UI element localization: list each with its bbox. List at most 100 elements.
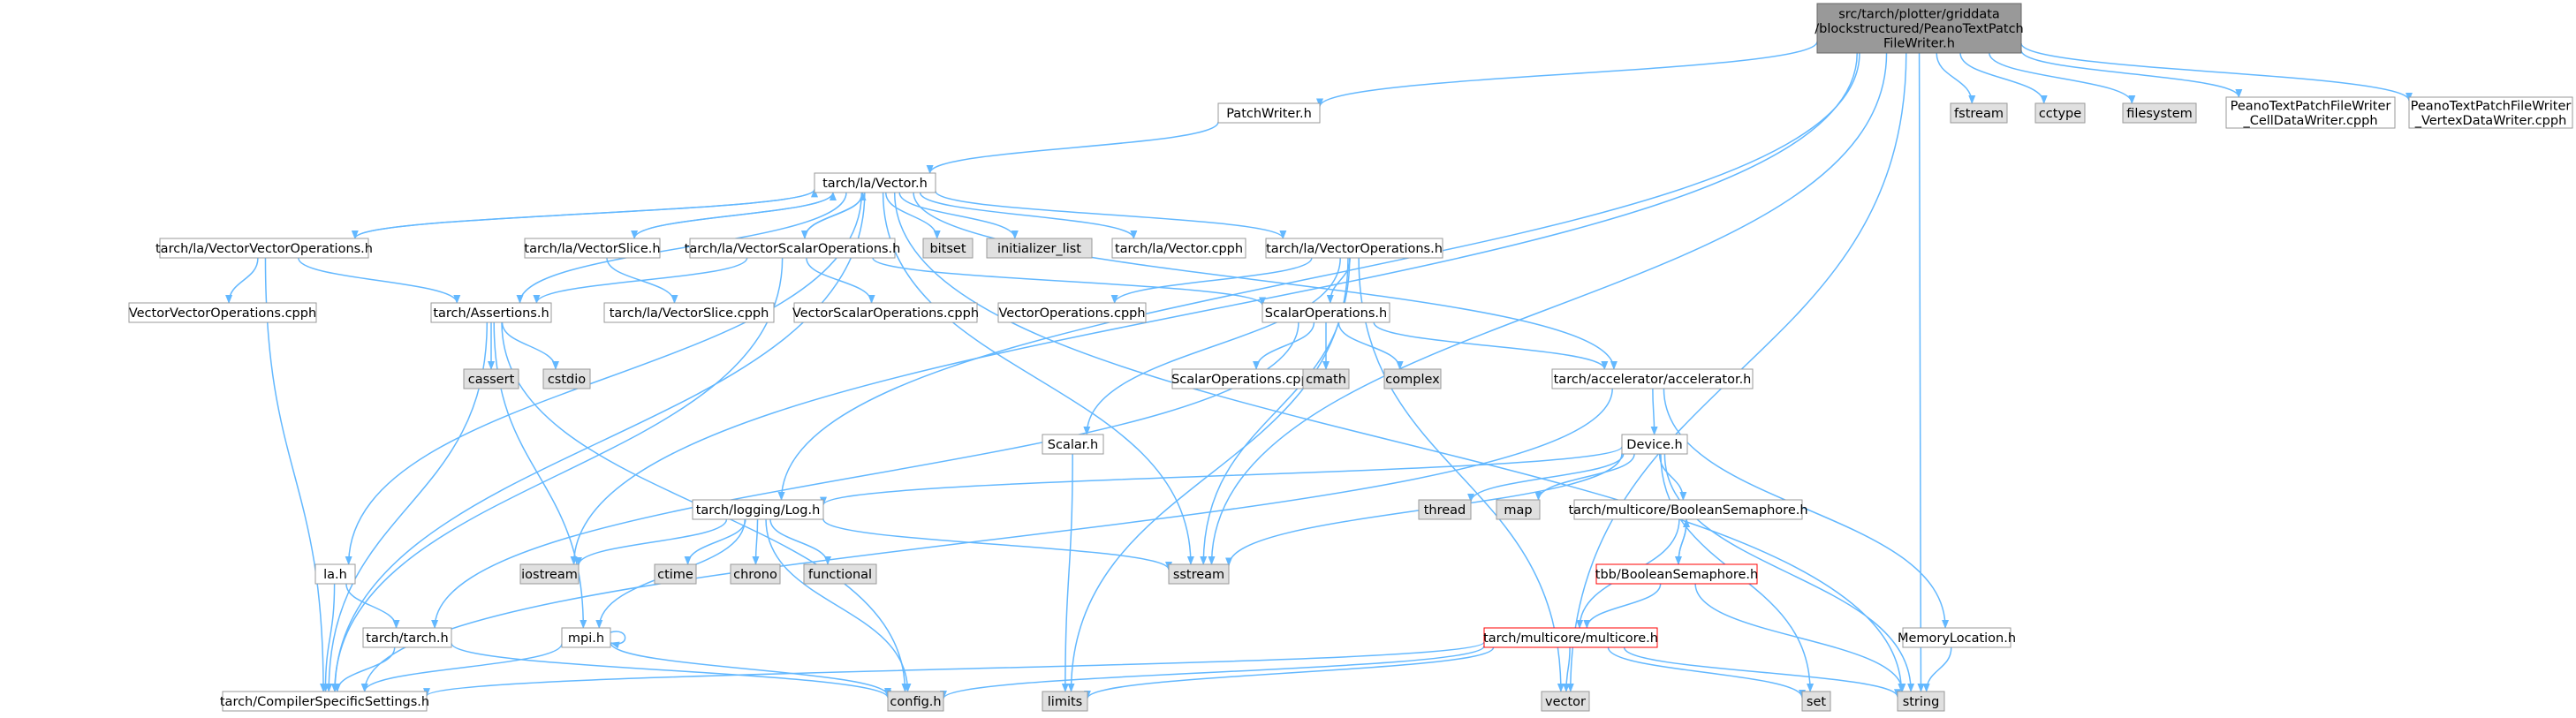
node-vops_cpph[interactable]: VectorOperations.cpph — [997, 302, 1147, 323]
node-map[interactable]: map — [1496, 499, 1541, 520]
edge-mpi_h-to-compiler_h — [360, 643, 563, 692]
node-label: set — [1807, 695, 1826, 709]
edge-vector_h-to-assertions_h — [516, 192, 847, 304]
node-limits[interactable]: limits — [1042, 691, 1088, 712]
node-sops_cpph[interactable]: ScalarOperations.cpph — [1171, 368, 1317, 389]
node-cctype[interactable]: cctype — [2034, 102, 2086, 124]
node-root[interactable]: src/tarch/plotter/griddata/blockstructur… — [1815, 3, 2024, 54]
node-sops_h[interactable]: ScalarOperations.h — [1261, 302, 1390, 323]
edge-log_h-to-config_h — [765, 518, 912, 692]
edge-assertions_h-to-compiler_h — [325, 321, 489, 692]
node-label: tarch/multicore/multicore.h — [1483, 631, 1658, 646]
node-label: tarch/la/VectorSlice.h — [524, 242, 660, 256]
node-label: tarch/tarch.h — [366, 631, 448, 646]
node-ctime[interactable]: ctime — [654, 563, 697, 585]
node-box — [1265, 238, 1443, 259]
node-cellwriter[interactable]: PeanoTextPatchFileWriter_CellDataWriter.… — [2225, 96, 2396, 129]
node-cstdio[interactable]: cstdio — [542, 368, 591, 389]
node-label: VectorOperations.cpph — [998, 306, 1145, 321]
node-vvops_cpph[interactable]: VectorVectorOperations.cpph — [128, 302, 317, 323]
node-vertexwriter[interactable]: PeanoTextPatchFileWriter_VertexDataWrite… — [2408, 96, 2573, 129]
node-vslice_cpph[interactable]: tarch/la/VectorSlice.cpph — [603, 302, 775, 323]
node-box — [1902, 627, 2012, 648]
node-string[interactable]: string — [1897, 691, 1945, 712]
edge-log_h-to-chrono — [752, 518, 760, 565]
node-label: tarch/CompilerSpecificSettings.h — [220, 695, 429, 709]
node-patchwriter[interactable]: PatchWriter.h — [1217, 102, 1321, 124]
node-label: Device.h — [1626, 438, 1682, 452]
node-iostream[interactable]: iostream — [519, 563, 580, 585]
node-label: vector — [1545, 695, 1586, 709]
node-label: tarch/la/VectorSlice.cpph — [610, 306, 769, 321]
edge-sops_h-to-sops_cpph — [1253, 321, 1315, 370]
edge-multicore_h-to-limits — [1084, 646, 1495, 699]
node-vsops_h[interactable]: tarch/la/VectorScalarOperations.h — [685, 238, 901, 259]
edge-log_h-to-sstream — [822, 518, 1172, 571]
node-boolsem_h[interactable]: tarch/multicore/BooleanSemaphore.h — [1568, 499, 1808, 520]
node-box — [2122, 102, 2197, 124]
node-tarch_h[interactable]: tarch/tarch.h — [362, 627, 452, 648]
edge-vector_h-to-la_h — [345, 192, 863, 565]
node-vector_cpph[interactable]: tarch/la/Vector.cpph — [1111, 238, 1246, 259]
node-box — [689, 238, 896, 259]
node-label: tarch/accelerator/accelerator.h — [1554, 373, 1752, 387]
node-label: ScalarOperations.h — [1265, 306, 1387, 321]
node-vector_h[interactable]: tarch/la/Vector.h — [814, 172, 936, 193]
node-label: MemoryLocation.h — [1898, 631, 2016, 646]
node-box — [1551, 368, 1754, 389]
node-vsops_cpph[interactable]: VectorScalarOperations.cpph — [792, 302, 979, 323]
edge-vsops_h-to-sops_h — [872, 257, 1266, 306]
node-log_h[interactable]: tarch/logging/Log.h — [692, 499, 824, 520]
node-cassert[interactable]: cassert — [463, 368, 519, 389]
edge-device_h-to-string — [1663, 453, 1915, 692]
node-box — [314, 563, 356, 585]
node-chrono[interactable]: chrono — [730, 563, 781, 585]
node-box — [128, 302, 317, 323]
node-box — [159, 238, 369, 259]
node-set[interactable]: set — [1801, 691, 1831, 712]
node-memloc_h[interactable]: MemoryLocation.h — [1898, 627, 2016, 648]
node-box — [519, 563, 580, 585]
node-vslice_h[interactable]: tarch/la/VectorSlice.h — [524, 238, 661, 259]
node-box — [922, 238, 974, 259]
node-label: Scalar.h — [1048, 438, 1098, 452]
node-complex[interactable]: complex — [1383, 368, 1442, 389]
node-box — [2408, 96, 2573, 129]
node-tbbsem_h[interactable]: tbb/BooleanSemaphore.h — [1595, 563, 1758, 585]
node-accel_h[interactable]: tarch/accelerator/accelerator.h — [1551, 368, 1754, 389]
node-box — [1042, 434, 1104, 455]
node-box — [793, 302, 978, 323]
node-label: ctime — [657, 568, 693, 582]
edge-multicore_h-to-string — [1623, 646, 1901, 699]
node-label: cassert — [468, 373, 515, 387]
node-initlist[interactable]: initializer_list — [986, 238, 1093, 259]
node-sstream[interactable]: sstream — [1168, 563, 1230, 585]
node-assertions_h[interactable]: tarch/Assertions.h — [430, 302, 552, 323]
node-thread[interactable]: thread — [1418, 499, 1472, 520]
node-multicore_h[interactable]: tarch/multicore/multicore.h — [1483, 627, 1658, 648]
node-functional[interactable]: functional — [803, 563, 877, 585]
node-mpi_h[interactable]: mpi.h — [561, 627, 611, 648]
edge-device_h-to-map — [1534, 453, 1635, 501]
edge-assertions_h-to-cstdio — [501, 321, 559, 370]
node-fstream[interactable]: fstream — [1950, 102, 2008, 124]
node-scalar_h[interactable]: Scalar.h — [1042, 434, 1104, 455]
node-filesystem[interactable]: filesystem — [2122, 102, 2197, 124]
node-bitset[interactable]: bitset — [922, 238, 974, 259]
node-device_h[interactable]: Device.h — [1621, 434, 1688, 455]
node-vvops_h[interactable]: tarch/la/VectorVectorOperations.h — [155, 238, 373, 259]
node-label: iostream — [521, 568, 578, 582]
node-label: functional — [808, 568, 872, 582]
node-config_h[interactable]: config.h — [887, 691, 944, 712]
node-compiler_h[interactable]: tarch/CompilerSpecificSettings.h — [220, 691, 429, 712]
edge-accel_h-to-memloc_h — [1663, 388, 1950, 629]
node-label: PeanoTextPatchFileWriter — [2411, 99, 2572, 113]
node-vops_h[interactable]: tarch/la/VectorOperations.h — [1265, 238, 1443, 259]
edge-vvops_h-to-compiler_h — [264, 257, 328, 692]
node-box — [1383, 368, 1442, 389]
node-vector_std[interactable]: vector — [1541, 691, 1590, 712]
node-la_h[interactable]: la.h — [314, 563, 356, 585]
edge-log_h-to-ctime — [684, 518, 746, 565]
node-label: initializer_list — [997, 242, 1081, 256]
node-cmath[interactable]: cmath — [1302, 368, 1350, 389]
